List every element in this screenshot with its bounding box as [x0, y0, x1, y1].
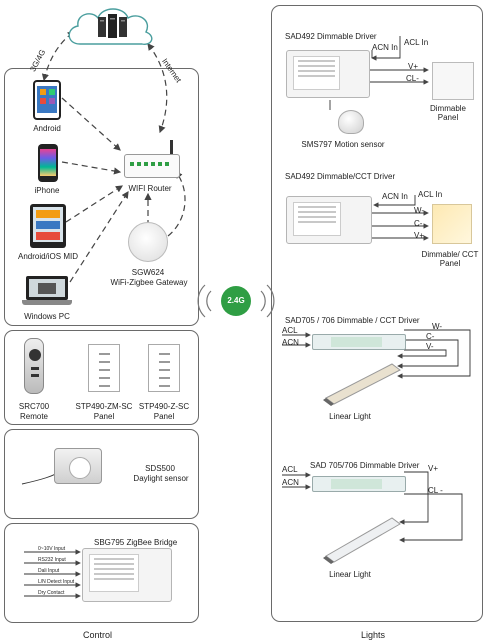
section3-v-minus-label: V- [426, 342, 434, 351]
sad705-dimmable-driver-icon [312, 476, 406, 492]
sad705-cct-driver-icon [312, 334, 406, 350]
stp490-zm-panel-icon [88, 344, 120, 392]
src700-model-label: SRC700 [18, 402, 50, 411]
section4-v-plus-label: V+ [428, 464, 439, 473]
section2-acl-in-label: ACL In [418, 190, 443, 199]
iphone-label: iPhone [34, 186, 60, 195]
android-label: Android [33, 124, 61, 133]
wifi-router-label: WIFI Router [128, 184, 172, 193]
section3-acl-label: ACL [282, 326, 298, 335]
section4-cl-minus-label: CL - [428, 486, 443, 495]
section1-acl-in-label: ACL In [404, 38, 429, 47]
windows-pc-icon [22, 276, 72, 308]
stp490z-model-label: STP490-Z-SC [138, 402, 190, 411]
sds500-desc-label: Daylight sensor [133, 474, 189, 483]
iphone-icon [38, 144, 58, 182]
android-ios-mid-label: Android/iOS MID [17, 252, 79, 261]
wireless-2-4g-badge: 2.4G [221, 286, 251, 316]
android-phone-icon [33, 80, 61, 120]
stp490zm-model-label: STP490-ZM-SC [75, 402, 133, 411]
dimmable-panel-label-line1: Dimmable [429, 104, 466, 113]
lights-footer-label: Lights [361, 630, 386, 640]
section1-acn-in-label: ACN In [372, 43, 398, 52]
section4-acn-label: ACN [282, 478, 299, 487]
section1-v-plus-label: V+ [408, 62, 419, 71]
gateway-icon [128, 222, 168, 262]
linear-light-icon-1 [322, 360, 402, 406]
wifi-router-icon [124, 140, 180, 180]
section2-v-plus-label: V+ [414, 231, 425, 240]
section3-c-minus-label: C- [426, 332, 435, 341]
gateway-desc-label: WiFi-Zigbee Gateway [110, 278, 188, 287]
stp490-z-panel-icon [148, 344, 180, 392]
remote-icon [24, 338, 44, 394]
bridge-input-1: RS232 Input [38, 557, 66, 563]
stp490zm-desc-label: Panel [93, 412, 115, 421]
bridge-title: SBG795 ZigBee Bridge [94, 538, 178, 547]
sds500-model-label: SDS500 [145, 464, 175, 473]
dimmable-panel-label-line2: Panel [437, 113, 459, 122]
cct-panel-label-line2: Panel [439, 259, 461, 268]
stp490z-desc-label: Panel [153, 412, 175, 421]
bridge-input-4: Dry Contact [38, 590, 65, 596]
section2-acn-in-label: ACN In [382, 192, 408, 201]
linear-light-label-1: Linear Light [329, 412, 371, 421]
section1-cl-minus-label: CL- [406, 74, 419, 83]
section1-title: SAD492 Dimmable Driver [285, 32, 377, 41]
section3-w-minus-label: W- [432, 322, 443, 331]
section2-w-minus-label: W- [414, 206, 425, 215]
sad492-cct-driver-icon [286, 196, 372, 244]
section3-title: SAD705 / 706 Dimmable / CCT Driver [285, 316, 420, 325]
bridge-input-2: Dali Input [38, 568, 60, 574]
daylight-sensor-icon [54, 448, 102, 484]
section3-acn-label: ACN [282, 338, 299, 347]
cloud-icon [62, 4, 158, 50]
sad492-dimmable-driver-icon [286, 50, 370, 98]
control-footer-label: Control [83, 630, 113, 640]
linear-light-icon-2 [322, 512, 402, 564]
cct-panel-icon [432, 204, 472, 244]
section4-title: SAD 705/706 Dimmable Driver [310, 461, 420, 470]
section2-title: SAD492 Dimmable/CCT Driver [285, 172, 396, 181]
bridge-input-3: L/N Detect Input [38, 579, 75, 585]
motion-sensor-icon [338, 110, 364, 134]
linear-light-label-2: Linear Light [329, 570, 371, 579]
sms797-sensor-label: SMS797 Motion sensor [301, 140, 385, 149]
section2-c-minus-label: C- [414, 219, 423, 228]
section4-acl-label: ACL [282, 465, 298, 474]
cct-panel-label-line1: Dimmable/ CCT [421, 250, 479, 259]
src700-desc-label: Remote [19, 412, 48, 421]
gateway-model-label: SGW624 [131, 268, 165, 277]
tablet-icon [30, 204, 66, 248]
bridge-input-0: 0~10V Input [38, 546, 66, 552]
windows-pc-label: Windows PC [24, 312, 70, 321]
dimmable-panel-icon [432, 62, 474, 100]
bridge-device-icon [82, 548, 172, 602]
